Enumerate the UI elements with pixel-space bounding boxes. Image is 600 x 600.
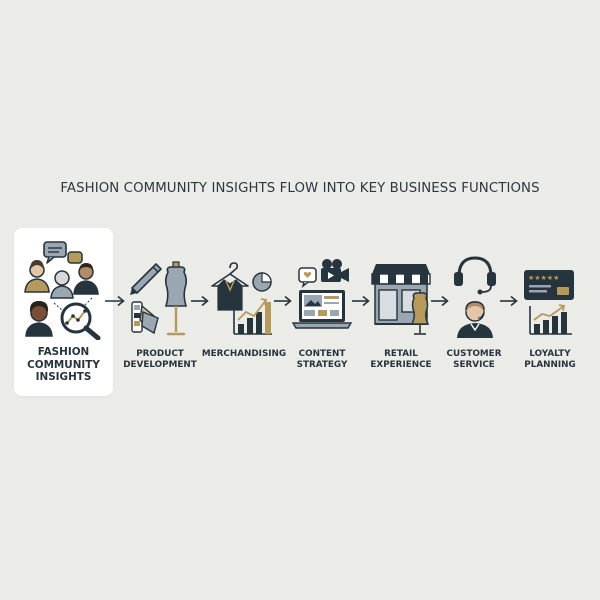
svg-text:★★★★★: ★★★★★ — [528, 274, 559, 282]
flow-arrow-1 — [105, 295, 125, 307]
node-label-fashion-community-insights: FASHION COMMUNITY INSIGHTS — [27, 346, 100, 383]
flow-arrow-4 — [352, 295, 370, 307]
node-label-retail-experience: RETAIL EXPERIENCE — [370, 349, 432, 370]
flow-arrow-3 — [274, 295, 292, 307]
laptop-media-icon — [291, 259, 353, 329]
node-label-customer-service: CUSTOMER SERVICE — [446, 349, 502, 370]
rewards-card-icon: ★★★★★ — [524, 270, 574, 335]
flow-arrow-5 — [431, 295, 449, 307]
storefront-icon — [371, 264, 431, 335]
flow-arrow-6 — [500, 295, 518, 307]
people-analytics-icon — [24, 241, 101, 340]
node-label-content-strategy: CONTENT STRATEGY — [296, 349, 348, 370]
pen-dressform-icon — [130, 261, 188, 336]
node-label-loyalty-planning: LOYALTY PLANNING — [524, 349, 576, 370]
node-label-merchandising: MERCHANDISING — [201, 349, 287, 359]
flow-arrow-2 — [191, 295, 209, 307]
hanger-chart-icon — [211, 262, 272, 335]
node-label-product-development: PRODUCT DEVELOPMENT — [123, 349, 197, 370]
diagram-title: FASHION COMMUNITY INSIGHTS FLOW INTO KEY… — [60, 181, 540, 196]
headset-agent-icon — [454, 256, 496, 338]
